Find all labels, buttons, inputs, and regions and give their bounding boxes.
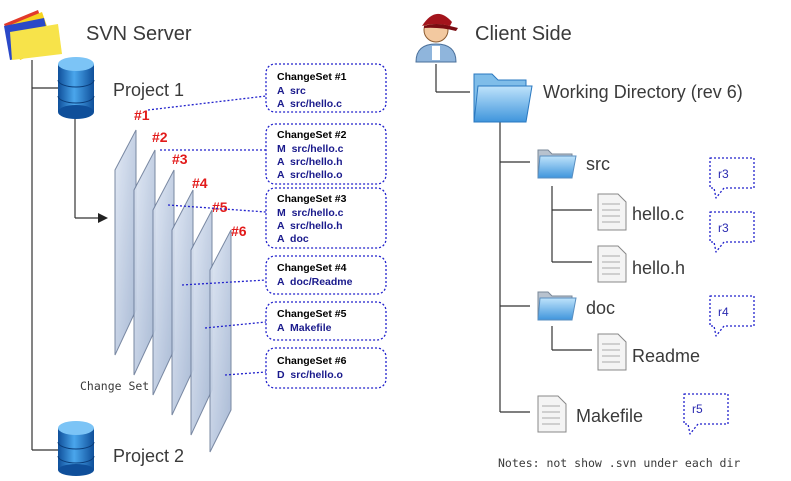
changeset-entry: A doc/Readme: [277, 276, 353, 288]
changeset-entry: A doc: [277, 233, 309, 245]
changeset-entry: A src/hello.o: [277, 169, 343, 181]
tree-readme: Readme: [632, 346, 700, 366]
changeset-entry: A src/hello.h: [277, 156, 343, 168]
marker-6: #6: [231, 223, 247, 239]
changeset-box: ChangeSet #4 A doc/Readme: [265, 255, 387, 295]
folder-icon: [537, 291, 577, 321]
project-2-label: Project 2: [113, 446, 184, 466]
changeset-stack: [114, 129, 232, 453]
revision-makefile: r5: [692, 402, 703, 416]
changeset-box: ChangeSet #2 M src/hello.c A src/hello.h…: [265, 123, 387, 185]
file-icon: [597, 245, 627, 283]
changeset-entry: D src/hello.o: [277, 369, 343, 381]
changeset-box: ChangeSet #3 M src/hello.c A src/hello.h…: [265, 187, 387, 249]
tree-hello-c: hello.c: [632, 204, 684, 224]
server-folder-icon: [4, 10, 62, 60]
changeset-entry: A Makefile: [277, 322, 332, 334]
tree-makefile: Makefile: [576, 406, 643, 426]
changeset-box: ChangeSet #5 A Makefile: [265, 301, 387, 341]
changeset-connectors: [147, 95, 267, 376]
marker-5: #5: [212, 199, 228, 215]
revision-hello-h: r3: [718, 221, 729, 235]
file-icon: [597, 193, 627, 231]
server-tree-lines: [31, 60, 100, 451]
revision-readme: r4: [718, 305, 729, 319]
file-icon: [537, 395, 567, 433]
tree-doc: doc: [586, 298, 615, 318]
arrow-head: [98, 213, 108, 223]
project-1-label: Project 1: [113, 80, 184, 100]
changeset-box: ChangeSet #1 A src A src/hello.c: [265, 63, 387, 113]
working-dir-label: Working Directory (rev 6): [543, 82, 743, 102]
client-tree-lines: [435, 64, 592, 413]
changeset-box: ChangeSet #6 D src/hello.o: [265, 347, 387, 389]
revision-hello-c: r3: [718, 167, 729, 181]
changeset-entry: A src/hello.h: [277, 220, 343, 232]
tree-src: src: [586, 154, 610, 174]
folder-icon: [537, 149, 577, 179]
server-title: SVN Server: [86, 23, 192, 45]
changeset-title: ChangeSet #5: [277, 308, 347, 320]
changeset-title: ChangeSet #3: [277, 193, 347, 205]
changeset-entry: M src/hello.c: [277, 143, 344, 155]
file-icon: [597, 333, 627, 371]
note-text: Notes: not show .svn under each dir: [498, 456, 740, 470]
changeset-entry: A src: [277, 85, 306, 97]
revision-callout: [683, 157, 755, 435]
marker-3: #3: [172, 151, 188, 167]
changeset-entry: M src/hello.c: [277, 207, 344, 219]
marker-2: #2: [152, 129, 168, 145]
database-icon: [57, 57, 95, 119]
marker-4: #4: [192, 175, 208, 191]
tree-hello-h: hello.h: [632, 258, 685, 278]
changeset-caption: Change Set: [80, 379, 149, 393]
changeset-title: ChangeSet #2: [277, 129, 347, 141]
changeset-title: ChangeSet #4: [277, 262, 347, 274]
changeset-entry: A src/hello.c: [277, 98, 342, 110]
client-title: Client Side: [475, 23, 572, 45]
database-icon: [57, 421, 95, 476]
changeset-title: ChangeSet #1: [277, 71, 347, 83]
user-icon: [415, 13, 458, 63]
folder-icon: [473, 73, 533, 123]
changeset-title: ChangeSet #6: [277, 355, 347, 367]
marker-1: #1: [134, 107, 150, 123]
